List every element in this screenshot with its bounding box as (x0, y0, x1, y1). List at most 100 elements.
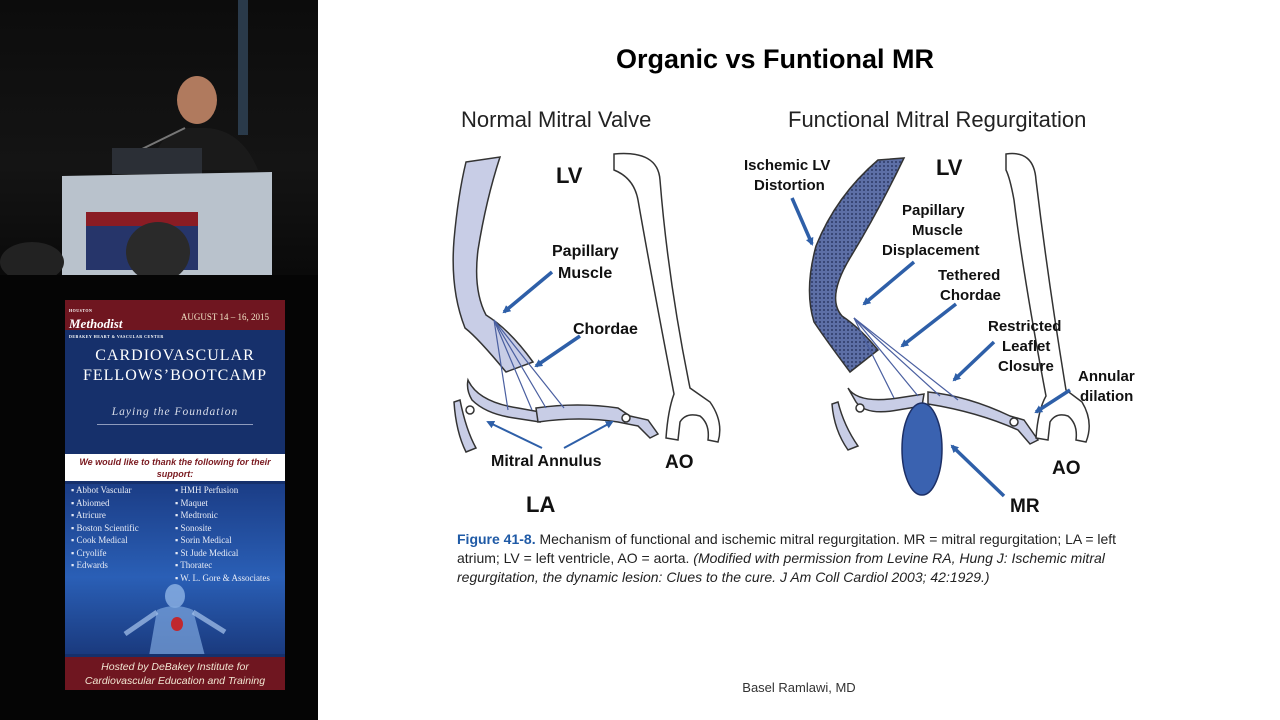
label-annular-1: Annular (1078, 368, 1135, 385)
annulus-marker-fmr (855, 403, 865, 413)
slide: Organic vs Funtional MR Normal Mitral Va… (318, 0, 1280, 720)
label-papillary-2: Muscle (558, 265, 612, 282)
label-papillary-fmr-1: Papillary (902, 202, 965, 219)
arrow-papillary-fmr (862, 260, 916, 306)
arrow-tethered (900, 302, 958, 348)
anterior-leaflet (535, 404, 660, 439)
sponsor-item: ▪ Edwards (71, 560, 108, 570)
label-papillary-fmr-2: Muscle (912, 222, 963, 239)
arrow-annulus-left (486, 420, 543, 449)
arrow-mr (950, 444, 1006, 498)
tethered-chordae-lines (853, 317, 959, 401)
arrow-annulus-right (563, 421, 614, 449)
label-restricted-1: Restricted (988, 318, 1061, 335)
annulus-marker-2 (621, 413, 631, 423)
sponsor-item: ▪ Atricure (71, 510, 106, 520)
sponsor-item: ▪ HMH Perfusion (175, 485, 239, 495)
label-papillary-fmr-3: Displacement (882, 242, 980, 259)
mr-jet (901, 402, 943, 496)
podium-sign-header (86, 212, 198, 226)
normal-valve: LV Papillary Muscle Chordae Mitral Annul… (452, 152, 721, 517)
video-pillar (238, 0, 248, 135)
banner-divider (97, 424, 253, 425)
label-tethered-2: Chordae (940, 287, 1001, 304)
sponsor-item: ▪ Boston Scientific (71, 522, 139, 533)
sponsor-item: ▪ Cryolife (71, 547, 107, 558)
banner-title-line2: FELLOWS’BOOTCAMP (82, 367, 267, 384)
normal-valve-heading: Normal Mitral Valve (461, 107, 652, 132)
banner-header: HOUSTON Methodist DEBAKEY HEART & VASCUL… (65, 300, 285, 339)
logo-text: Methodist (69, 316, 123, 331)
figure-head (165, 584, 185, 608)
left-sidebar: HOUSTON Methodist DEBAKEY HEART & VASCUL… (0, 0, 318, 720)
sponsor-item: ▪ Medtronic (175, 510, 218, 520)
posterior-leaflet (466, 377, 541, 423)
label-ischemic-1: Ischemic LV (744, 157, 830, 174)
arrow-annular (1034, 388, 1071, 414)
arrow-ischemic (790, 197, 814, 246)
speaker-video-frame (0, 0, 272, 275)
label-ao-fmr: AO (1052, 458, 1081, 479)
label-lv: LV (556, 163, 583, 188)
banner-title-line1: CARDIOVASCULAR (95, 347, 255, 364)
sponsor-list: ▪ Abbot Vascular▪ Abiomed▪ Atricure▪ Bos… (65, 484, 285, 654)
slide-author: Basel Ramlawi, MD (742, 680, 856, 695)
caption-text: Mechanism of functional and ischemic mit… (457, 531, 1117, 566)
lv-outflow-wall-fmr (1005, 152, 1090, 443)
logo-sub: DEBAKEY HEART & VASCULAR CENTER (69, 334, 164, 339)
annulus-marker-fmr-2 (1009, 417, 1019, 427)
left-atrium-wall-fmr (831, 401, 860, 451)
label-tethered-1: Tethered (938, 267, 1000, 284)
anterior-leaflet-fmr (927, 391, 1040, 445)
label-la: LA (526, 492, 555, 517)
sponsor-item: ▪ W. L. Gore & Associates (175, 572, 270, 583)
sponsor-item: ▪ Cook Medical (71, 535, 128, 545)
label-restricted-2: Leaflet (1002, 338, 1050, 355)
label-ao: AO (665, 452, 694, 473)
speaker-video (0, 0, 318, 275)
label-mitral-annulus: Mitral Annulus (491, 453, 602, 470)
event-banner: HOUSTON Methodist DEBAKEY HEART & VASCUL… (65, 300, 285, 690)
lv-wall-left (452, 156, 535, 373)
sponsor-item: ▪ St Jude Medical (175, 547, 239, 558)
sponsor-item: ▪ Sonosite (175, 522, 212, 533)
laptop (112, 148, 202, 174)
arrow-papillary (502, 270, 554, 314)
mitral-diagram: LV Papillary Muscle Chordae Mitral Annul… (452, 152, 1135, 517)
annulus-marker (465, 405, 475, 415)
audience-head-2 (0, 242, 64, 275)
label-papillary-1: Papillary (552, 243, 619, 260)
sponsor-column-left: ▪ Abbot Vascular▪ Abiomed▪ Atricure▪ Bos… (71, 484, 139, 572)
microphone-icon (139, 127, 186, 151)
banner-dates: AUGUST 14 – 16, 2015 (180, 312, 269, 322)
sponsor-item: ▪ Thoratec (175, 560, 213, 570)
hosted-line1: Hosted by DeBakey Institute for (101, 661, 249, 673)
banner-thanks: We would like to thank the following for… (65, 454, 285, 481)
chordae-lines (493, 319, 565, 411)
heart-icon (171, 617, 183, 631)
label-restricted-3: Closure (998, 358, 1054, 375)
caption-citation: (Modified with permission from Levine RA… (457, 550, 1105, 585)
sponsor-column-right: ▪ HMH Perfusion▪ Maquet▪ Medtronic▪ Sono… (175, 484, 270, 584)
figure-number: Figure 41-8. (457, 531, 536, 547)
banner-title: CARDIOVASCULAR FELLOWS’BOOTCAMP (65, 346, 285, 386)
lv-wall-ischemic (808, 157, 906, 374)
speaker-head (177, 76, 217, 124)
fmr-heading: Functional Mitral Regurgitation (788, 107, 1087, 132)
label-ischemic-2: Distortion (754, 177, 825, 194)
anatomy-figure (123, 584, 227, 654)
banner-tagline: Laying the Foundation (111, 406, 239, 418)
label-lv-fmr: LV (936, 155, 963, 180)
label-chordae: Chordae (573, 321, 638, 338)
right-arrows (790, 197, 1071, 498)
lv-outflow-wall (613, 152, 721, 443)
sponsor-item: ▪ Abiomed (71, 497, 110, 508)
figure-arms (123, 609, 227, 637)
logo-small: HOUSTON (69, 308, 93, 313)
slide-title: Organic vs Funtional MR (615, 44, 935, 74)
arrow-restricted (952, 340, 996, 382)
hosted-line2: Cardiovascular Education and Training (84, 675, 266, 687)
audience-head (126, 222, 190, 275)
methodist-logo: HOUSTON Methodist DEBAKEY HEART & VASCUL… (69, 304, 164, 343)
left-atrium-wall (453, 399, 478, 453)
